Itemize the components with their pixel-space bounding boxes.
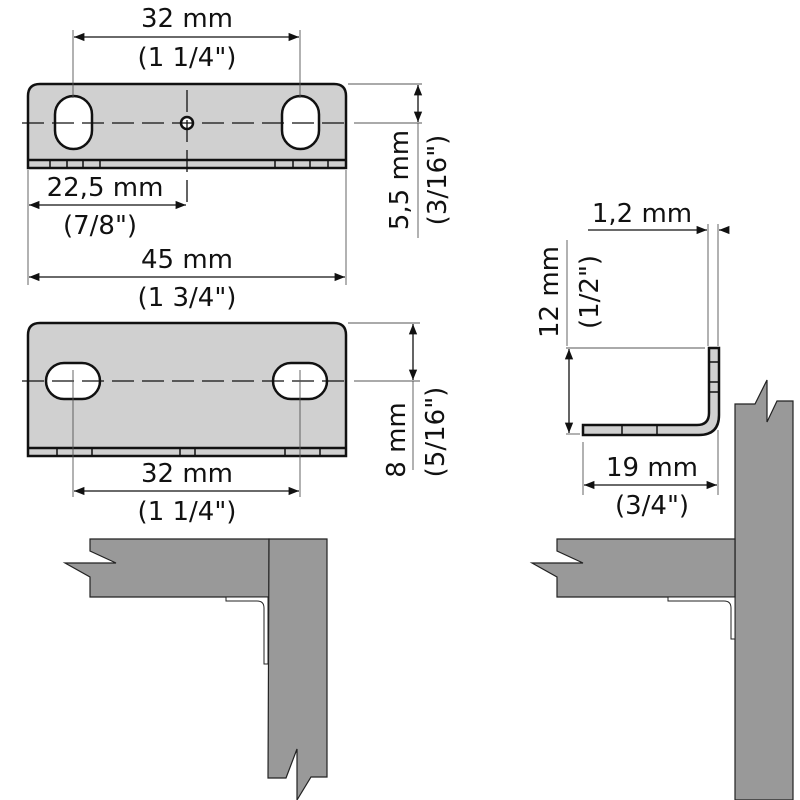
dimension-center-offset: 22,5 mm (7/8") [27,170,187,285]
dimension-hole-height-top: 5,5 mm (3/16") [348,83,453,238]
dimension-thickness: 1,2 mm [588,199,730,346]
dimension-label: (5/16") [421,387,451,478]
dimension-label: 1,2 mm [592,199,692,229]
mounted-bracket [667,596,736,640]
profile-view-bracket [581,346,721,437]
dimension-label: 12 mm [535,246,565,338]
dimension-label: 8 mm [382,402,412,477]
dimension-label: (3/16") [423,135,453,226]
dimension-label: 45 mm [141,245,233,275]
side-view-plate [22,321,352,458]
mounted-bracket [225,596,269,665]
dimension-label: (1 1/4") [138,497,237,527]
dimension-hole-spacing-side: 32 mm (1 1/4") [72,370,301,527]
dimension-label: 32 mm [141,4,233,34]
dimension-label: 32 mm [141,459,233,489]
cabinet-shelf-board [529,538,736,598]
dimension-label: 19 mm [606,453,698,483]
cabinet-shelf-board [62,538,270,598]
cabinet-side-board [267,538,328,800]
dimension-length: 45 mm (1 3/4") [29,170,347,313]
dimension-label: (1 1/4") [138,43,237,73]
dimension-bracket-width: 19 mm (3/4") [582,430,719,521]
dimension-bracket-height: 12 mm (1/2") [535,240,705,435]
cabinet-side-board [734,379,794,800]
dimension-label: (1 3/4") [138,283,237,313]
installation-corner-left [62,538,328,800]
dimension-hole-spacing-top: 32 mm (1 1/4") [72,4,301,98]
dimension-label: (1/2") [575,255,605,329]
dimension-label: 22,5 mm [47,173,164,203]
installation-side-right [529,379,794,800]
top-view-plate [22,82,352,206]
dimension-label: (3/4") [615,491,689,521]
dimension-hole-height-side: 8 mm (5/16") [348,322,451,478]
dimension-label: 5,5 mm [385,130,415,230]
dimension-label: (7/8") [63,211,137,241]
